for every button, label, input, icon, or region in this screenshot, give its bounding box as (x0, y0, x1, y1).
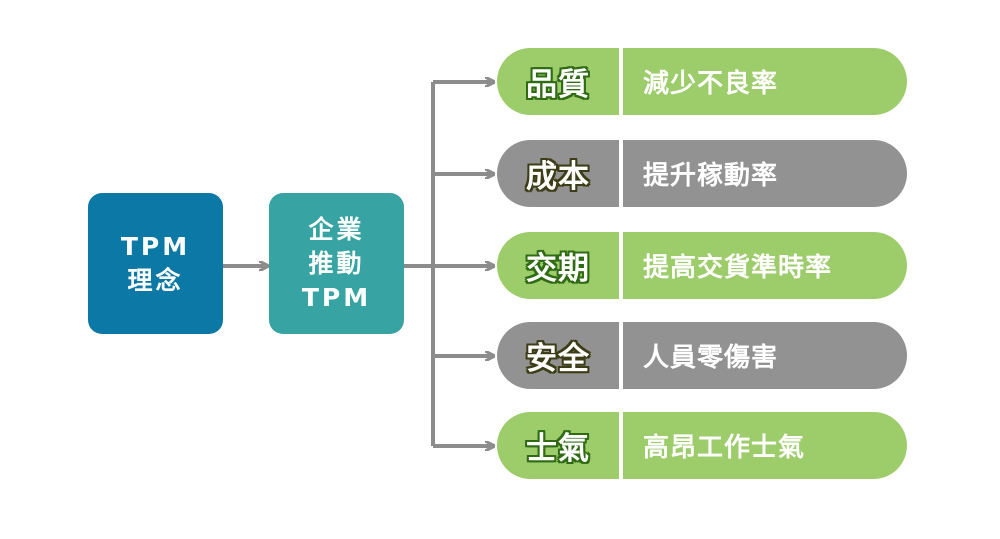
enterprise-tpm-line-1: 企業 (308, 214, 365, 244)
pill-divider (619, 412, 623, 479)
enterprise-tpm-line-2: 推動 (308, 248, 365, 278)
goal-value: 提升稼動率 (643, 161, 779, 191)
goal-pill-safety: 安全 人員零傷害 (497, 322, 907, 389)
goal-pill-quality: 品質 減少不良率 (497, 48, 907, 115)
pill-divider (619, 140, 623, 207)
goal-key: 交期 (526, 251, 590, 287)
goal-value: 提高交貨準時率 (643, 253, 833, 283)
goal-key: 士氣 (526, 431, 590, 467)
goal-value: 高昂工作士氣 (643, 433, 806, 463)
enterprise-tpm-box: 企業 推動 TPM (269, 193, 404, 334)
goal-key: 安全 (526, 341, 590, 377)
goal-value: 人員零傷害 (643, 343, 779, 373)
tpm-concept-line-1: TPM (120, 231, 191, 261)
goal-pill-cost: 成本 提升稼動率 (497, 140, 907, 207)
tpm-concept-box: TPM 理念 (88, 193, 223, 334)
goal-key: 成本 (526, 159, 590, 195)
goal-pill-delivery: 交期 提高交貨準時率 (497, 232, 907, 299)
pill-divider (619, 232, 623, 299)
pill-divider (619, 322, 623, 389)
goal-value: 減少不良率 (643, 69, 779, 99)
goal-pill-morale: 士氣 高昂工作士氣 (497, 412, 907, 479)
goal-key: 品質 (526, 67, 590, 103)
tpm-concept-line-2: 理念 (127, 265, 184, 295)
pill-divider (619, 48, 623, 115)
enterprise-tpm-line-3: TPM (301, 282, 372, 312)
